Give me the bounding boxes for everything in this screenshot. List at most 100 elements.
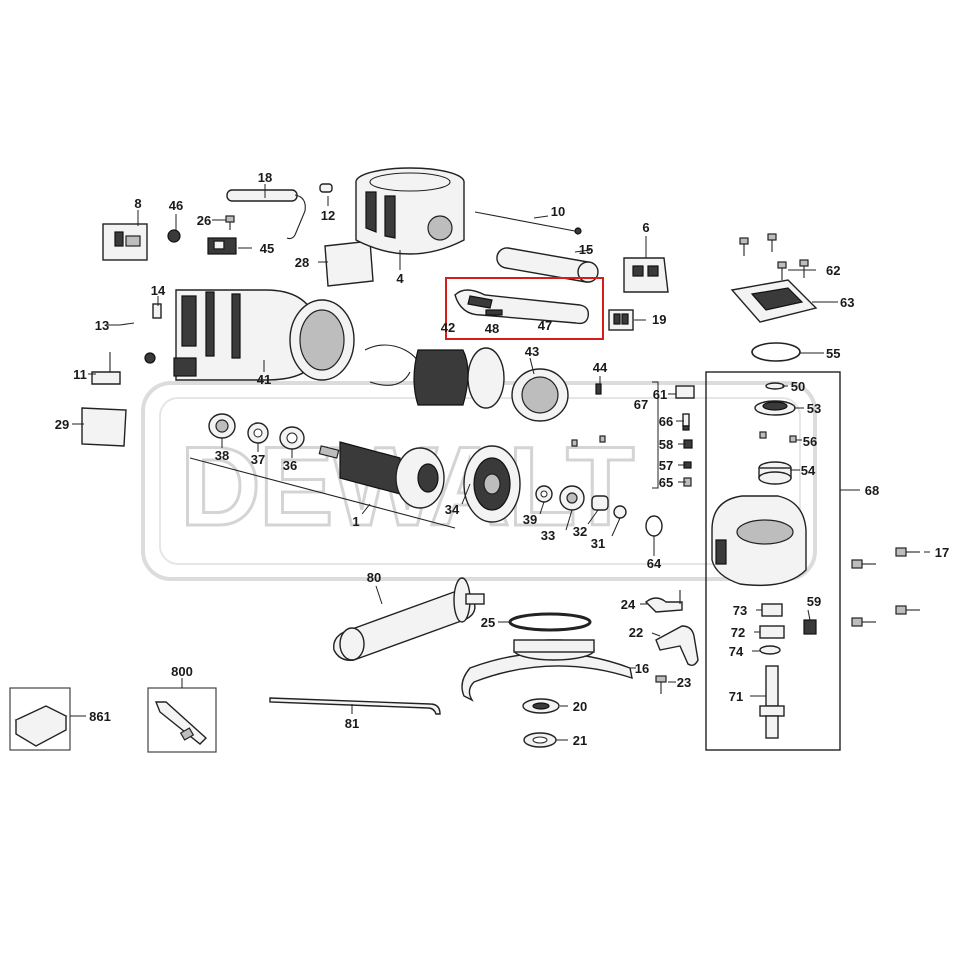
label-43: 43	[525, 344, 539, 359]
part-54-bearing	[758, 461, 792, 485]
part-68-group-box	[705, 371, 841, 751]
part-800-box	[147, 687, 217, 753]
label-23: 23	[677, 675, 691, 690]
label-61: 61	[653, 387, 667, 402]
label-17: 17	[935, 545, 949, 560]
part-43-plate	[511, 368, 569, 422]
part-switch-block	[173, 357, 197, 377]
part-31-nut	[613, 505, 627, 519]
part-24-latch	[644, 590, 683, 613]
label-34: 34	[445, 502, 460, 517]
label-31: 31	[591, 536, 605, 551]
part-22-lever	[655, 625, 699, 667]
label-36: 36	[283, 458, 297, 473]
part-33-bearing	[559, 485, 585, 511]
label-50: 50	[791, 379, 805, 394]
part-47-48-assembly	[454, 289, 590, 325]
label-18: 18	[258, 170, 272, 185]
part-36-washer	[279, 426, 305, 450]
label-38: 38	[215, 448, 229, 463]
label-47: 47	[538, 318, 552, 333]
label-62: 62	[826, 263, 840, 278]
label-45: 45	[260, 241, 274, 256]
label-56: 56	[803, 434, 817, 449]
part-39-washer	[535, 485, 553, 503]
label-26: 26	[197, 213, 211, 228]
label-16: 16	[635, 661, 649, 676]
label-800: 800	[171, 664, 193, 679]
label-22: 22	[629, 625, 643, 640]
label-15: 15	[579, 242, 593, 257]
label-73: 73	[733, 603, 747, 618]
part-4-housing	[355, 167, 465, 255]
label-64: 64	[647, 556, 662, 571]
label-1: 1	[352, 514, 359, 529]
label-28: 28	[295, 255, 309, 270]
part-37-washer	[247, 422, 269, 444]
label-24: 24	[621, 597, 636, 612]
part-26-screw	[225, 215, 235, 230]
part-59-key	[803, 619, 817, 635]
highlight-box	[445, 277, 604, 340]
label-41: 41	[257, 372, 271, 387]
part-11-bracket	[91, 352, 121, 385]
label-33: 33	[541, 528, 555, 543]
leader-lines	[70, 184, 930, 741]
part-46-nut	[167, 229, 181, 243]
part-73-bearing	[761, 603, 783, 617]
part-74-washer	[759, 645, 781, 655]
label-55: 55	[826, 346, 840, 361]
label-6: 6	[642, 220, 649, 235]
part-21-nut	[523, 732, 557, 748]
part-17-screws	[851, 547, 920, 627]
part-28-label	[324, 240, 374, 287]
part-44-screw	[571, 383, 606, 447]
part-20-flange	[522, 698, 560, 714]
part-18-rod	[226, 189, 306, 240]
callout-labels: 18 8 46 26 45 12 28 4 10 15 6 19 62 63 5…	[55, 170, 949, 748]
part-41-gear-housing	[175, 289, 355, 381]
label-54: 54	[801, 463, 816, 478]
label-46: 46	[169, 198, 183, 213]
label-63: 63	[840, 295, 854, 310]
part-42-field	[364, 344, 505, 409]
part-66-brush-holder	[682, 413, 690, 431]
label-74: 74	[729, 644, 744, 659]
label-861: 861	[89, 709, 111, 724]
label-68: 68	[865, 483, 879, 498]
part-16-guard	[461, 639, 633, 702]
label-25: 25	[481, 615, 495, 630]
part-38-bearing	[208, 413, 236, 439]
label-72: 72	[731, 625, 745, 640]
gear-case	[711, 495, 807, 587]
part-10-wire	[474, 211, 582, 235]
label-13: 13	[95, 318, 109, 333]
part-34-fan	[463, 445, 521, 523]
part-64-oring	[645, 515, 663, 537]
part-23-screw	[655, 675, 667, 694]
part-81-wrench	[269, 697, 441, 715]
part-63-cover	[730, 279, 818, 323]
label-14: 14	[151, 283, 166, 298]
part-45-clip	[207, 237, 237, 255]
part-62-screws	[739, 233, 809, 280]
part-small-nut	[144, 352, 156, 364]
part-6-block	[623, 257, 669, 293]
label-19: 19	[652, 312, 666, 327]
label-53: 53	[807, 401, 821, 416]
label-80: 80	[367, 570, 381, 585]
label-37: 37	[251, 452, 265, 467]
label-48: 48	[485, 321, 499, 336]
label-81: 81	[345, 716, 359, 731]
part-14-clip	[152, 303, 162, 319]
part-53-bearing	[754, 400, 796, 416]
label-29: 29	[55, 417, 69, 432]
label-42: 42	[441, 320, 455, 335]
part-29-label	[81, 407, 127, 447]
label-20: 20	[573, 699, 587, 714]
label-8: 8	[134, 196, 141, 211]
part-72-bearing	[759, 625, 785, 639]
part-13-screw	[119, 322, 135, 326]
label-4: 4	[396, 271, 404, 286]
